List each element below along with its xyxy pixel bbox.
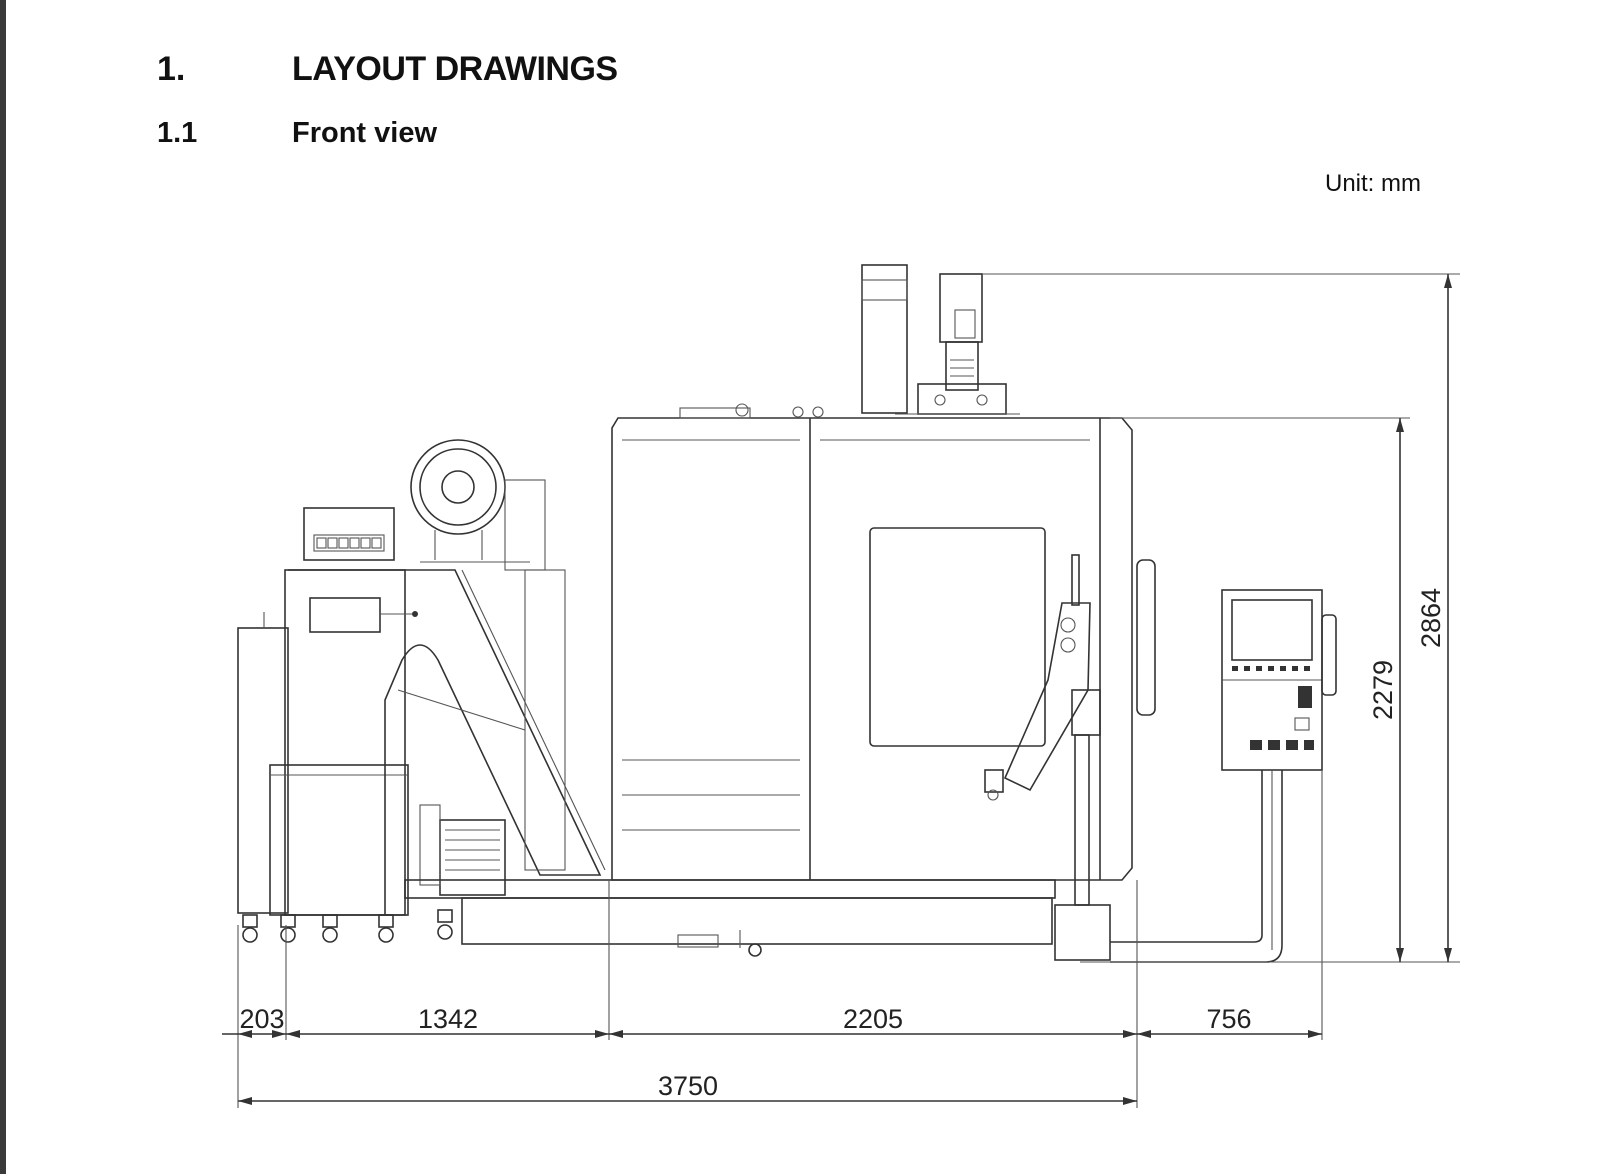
unit-label: Unit: mm [1325,170,1421,197]
operator-control-panel [1054,589,1337,963]
subsection-number: 1.1 [157,117,198,149]
dim-1342: 1342 [418,1004,478,1034]
machine-base [404,879,1056,957]
dim-overall-width: 3750 [658,1071,718,1101]
machine-enclosure [611,403,1156,881]
dim-203: 203 [239,1004,284,1034]
subsection-title: Front view [292,117,438,149]
chip-conveyor [237,439,606,943]
dim-756: 756 [1206,1004,1251,1034]
dimension-lines: 203 1342 2205 756 3750 2279 2864 [222,273,1460,1108]
dim-cabinet-height: 2279 [1368,660,1398,720]
dim-overall-height: 2864 [1416,588,1446,648]
section-title: LAYOUT DRAWINGS [292,50,618,88]
section-number: 1. [157,50,186,88]
spindle-head [861,264,1020,415]
dim-2205: 2205 [843,1004,903,1034]
coolant-gun-arm [984,554,1101,906]
page-edge-rule [0,0,6,1174]
